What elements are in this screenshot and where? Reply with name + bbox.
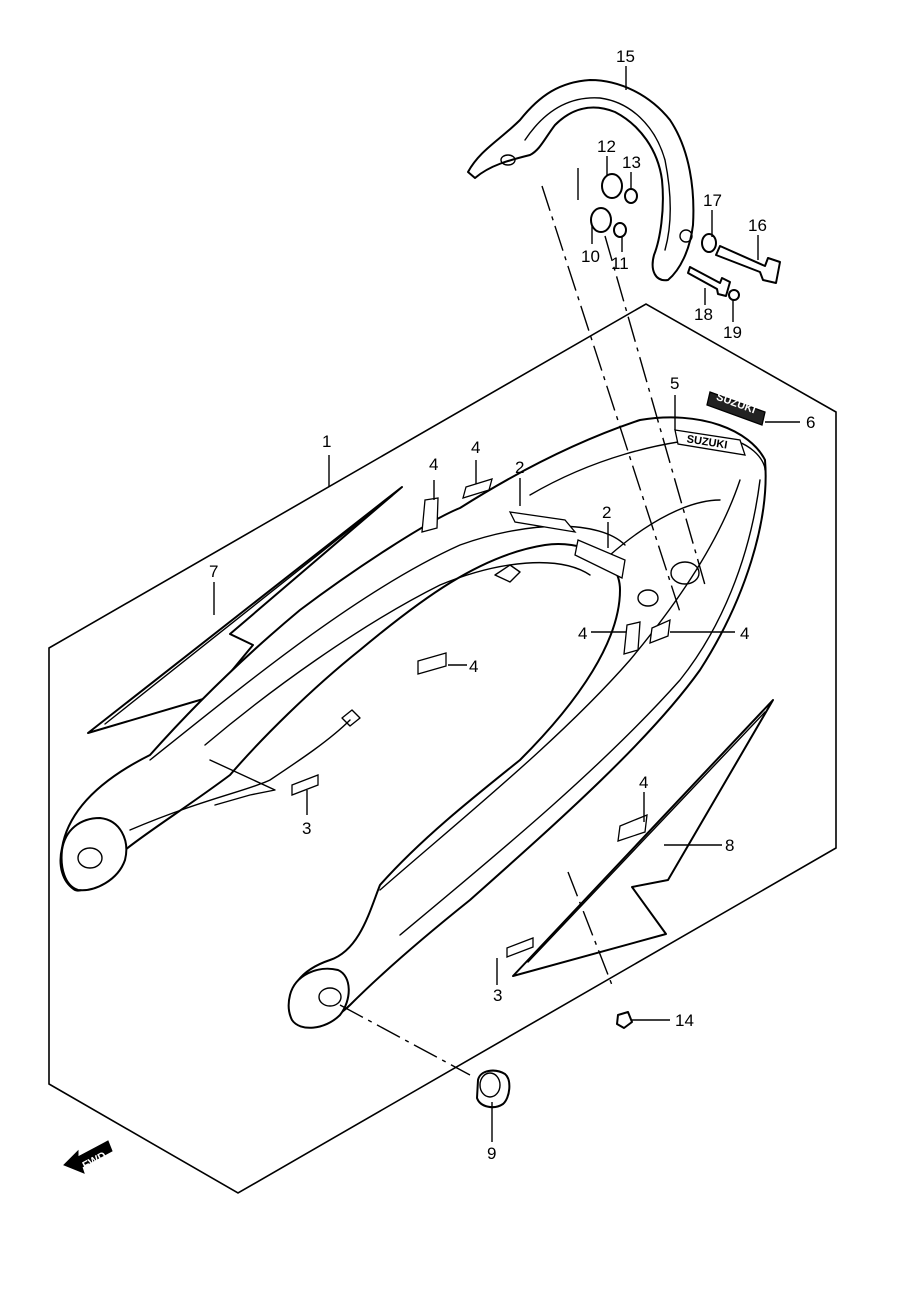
callout-15: 15 [616, 47, 635, 66]
grommet-9 [476, 1069, 511, 1109]
callout-4c: 4 [469, 657, 478, 676]
decal-3-b [506, 937, 534, 958]
assembly-line-grab-rail-right [604, 235, 706, 586]
callout-10: 10 [581, 247, 600, 266]
callout-4e: 4 [740, 624, 749, 643]
assembly-line-clip [567, 871, 613, 986]
inner-bracket-upper [494, 564, 521, 583]
cowl-right-rail [379, 479, 741, 891]
grab-rail-15 [467, 79, 695, 282]
left-mount-hole [77, 847, 103, 869]
clip-14 [616, 1011, 633, 1029]
assembly-line-grommet [339, 1004, 471, 1076]
callout-2a: 2 [515, 458, 524, 477]
callout-18: 18 [694, 305, 713, 324]
cowl-tail-seat-edge [609, 499, 721, 556]
right-stripe-decal [512, 699, 774, 977]
forward-arrow-icon: FWD [63, 1140, 113, 1174]
decal-4-d [623, 621, 641, 655]
grab-rail-front-hole [500, 154, 516, 166]
decal-4-f [617, 813, 648, 842]
decal-4-a [421, 497, 439, 533]
assembly-line-grab-rail-left [541, 185, 681, 613]
callout-4b: 4 [471, 438, 480, 457]
washer-17 [701, 233, 717, 253]
callout-14: 14 [675, 1011, 694, 1030]
tail-emblem-5 [674, 429, 746, 456]
right-mount-hole [318, 987, 342, 1007]
callout-2b: 2 [602, 503, 611, 522]
callout-16: 16 [748, 216, 767, 235]
decal-4-c [417, 652, 447, 675]
callout-6: 6 [806, 413, 815, 432]
collar-11 [613, 222, 627, 238]
callout-13: 13 [622, 153, 641, 172]
cowl-inner-rim [149, 525, 626, 761]
cowl-inner-edge [204, 562, 591, 746]
callout-3a: 3 [302, 819, 311, 838]
callout-1: 1 [322, 432, 331, 451]
cowl-left-lower [129, 719, 351, 831]
cowl-left-flange [209, 759, 276, 806]
callout-3b: 3 [493, 986, 502, 1005]
leader-lines [213, 66, 800, 1142]
assembly-frame [48, 303, 837, 1194]
callout-12: 12 [597, 137, 616, 156]
grab-rail-rear-hole [679, 229, 693, 243]
callout-4d: 4 [578, 624, 587, 643]
tail-decal-2-right [574, 539, 626, 579]
callout-8: 8 [725, 836, 734, 855]
inner-bracket-lower [341, 709, 361, 727]
bolt-16 [715, 245, 781, 284]
left-mount-tab [60, 817, 128, 892]
grommet-9-face [479, 1072, 501, 1098]
screw-18 [687, 266, 731, 297]
callout-9: 9 [487, 1144, 496, 1163]
grab-rail-mount-hole-right [670, 561, 700, 585]
decal-3-a [291, 774, 319, 796]
callout-7: 7 [209, 562, 218, 581]
right-stripe-inner-line [527, 711, 766, 963]
collar-13 [624, 188, 638, 204]
left-stripe-inner-line [104, 495, 393, 725]
tail-decal-2-left [508, 511, 577, 533]
grab-rail-mount-hole-left [637, 589, 659, 607]
emblem-6 [706, 391, 766, 426]
grab-rail-inner-line [524, 97, 671, 251]
rubber-cushion-10 [590, 207, 612, 233]
rubber-cushion-12 [601, 173, 623, 199]
callout-11: 11 [611, 254, 629, 273]
callout-17: 17 [703, 191, 722, 210]
callout-5: 5 [670, 374, 679, 393]
decal-4-e [649, 618, 671, 645]
nut-19 [728, 289, 740, 301]
decal-4-b [462, 478, 493, 499]
callout-19: 19 [723, 323, 742, 342]
callout-4a: 4 [429, 455, 438, 474]
callout-4f: 4 [639, 773, 648, 792]
cowl-right-rail-lower [399, 479, 761, 936]
